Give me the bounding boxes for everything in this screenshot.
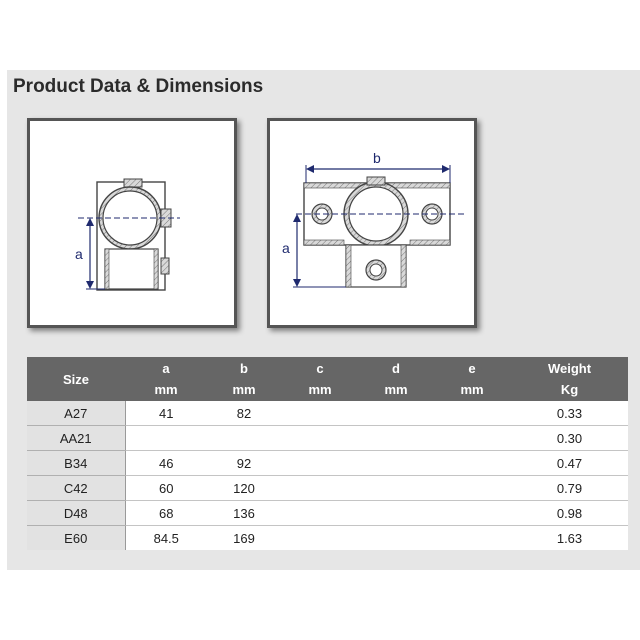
cell-c xyxy=(281,525,359,550)
cell-size: A27 xyxy=(27,401,126,426)
cell-c xyxy=(281,500,359,526)
set-screw-lower xyxy=(160,257,170,275)
table-row: AA21 0.30 xyxy=(27,425,628,451)
cell-weight: 1.63 xyxy=(511,525,628,550)
cell-weight: 0.79 xyxy=(511,475,628,501)
cell-d xyxy=(359,450,433,476)
cell-d xyxy=(359,401,433,426)
cell-a xyxy=(125,425,207,451)
cell-weight: 0.47 xyxy=(511,450,628,476)
page-title: Product Data & Dimensions xyxy=(13,76,264,97)
product-data-panel: Product Data & Dimensions xyxy=(7,70,640,570)
cell-a: 41 xyxy=(125,401,207,426)
cell-e xyxy=(433,475,511,501)
dimension-a-label: a xyxy=(282,240,290,256)
cell-e xyxy=(433,450,511,476)
center-socket-inner xyxy=(348,186,404,242)
cell-b xyxy=(207,425,281,451)
dimension-a-label: a xyxy=(75,246,83,262)
cell-e xyxy=(433,525,511,550)
side-view-diagram: b a xyxy=(267,118,477,328)
cell-b: 82 xyxy=(207,401,281,426)
header-size: Size xyxy=(27,357,125,401)
cell-a: 68 xyxy=(125,500,207,526)
cell-d xyxy=(359,425,433,451)
cell-size: B34 xyxy=(27,450,126,476)
cell-b: 92 xyxy=(207,450,281,476)
top-cap xyxy=(366,176,386,186)
cell-size: AA21 xyxy=(27,425,126,451)
cell-c xyxy=(281,450,359,476)
side-view-drawing: b a xyxy=(282,150,466,288)
top-cap xyxy=(123,178,143,188)
cell-size: E60 xyxy=(27,525,126,550)
cell-d xyxy=(359,500,433,526)
pipe-socket-inner xyxy=(102,190,158,246)
cell-b: 136 xyxy=(207,500,281,526)
cell-c xyxy=(281,475,359,501)
cell-e xyxy=(433,425,511,451)
table-row: E60 84.5 169 1.63 xyxy=(27,525,628,550)
cell-b: 169 xyxy=(207,525,281,550)
front-view-diagram: a xyxy=(27,118,237,328)
cell-d xyxy=(359,475,433,501)
cell-a: 84.5 xyxy=(125,525,207,550)
table-row: C42 60 120 0.79 xyxy=(27,475,628,501)
cell-e xyxy=(433,500,511,526)
front-view-drawing: a xyxy=(75,178,180,291)
dimension-b-label: b xyxy=(373,150,381,166)
cell-size: C42 xyxy=(27,475,126,501)
cell-d xyxy=(359,525,433,550)
cell-e xyxy=(433,401,511,426)
table-row: B34 46 92 0.47 xyxy=(27,450,628,476)
cell-c xyxy=(281,425,359,451)
cell-weight: 0.98 xyxy=(511,500,628,526)
cell-c xyxy=(281,401,359,426)
cell-weight: 0.30 xyxy=(511,425,628,451)
cell-size: D48 xyxy=(27,500,126,526)
table-row: A27 41 82 0.33 xyxy=(27,401,628,426)
cell-b: 120 xyxy=(207,475,281,501)
lower-socket xyxy=(104,248,159,290)
table-row: D48 68 136 0.98 xyxy=(27,500,628,526)
cell-a: 60 xyxy=(125,475,207,501)
cell-weight: 0.33 xyxy=(511,401,628,426)
cell-a: 46 xyxy=(125,450,207,476)
